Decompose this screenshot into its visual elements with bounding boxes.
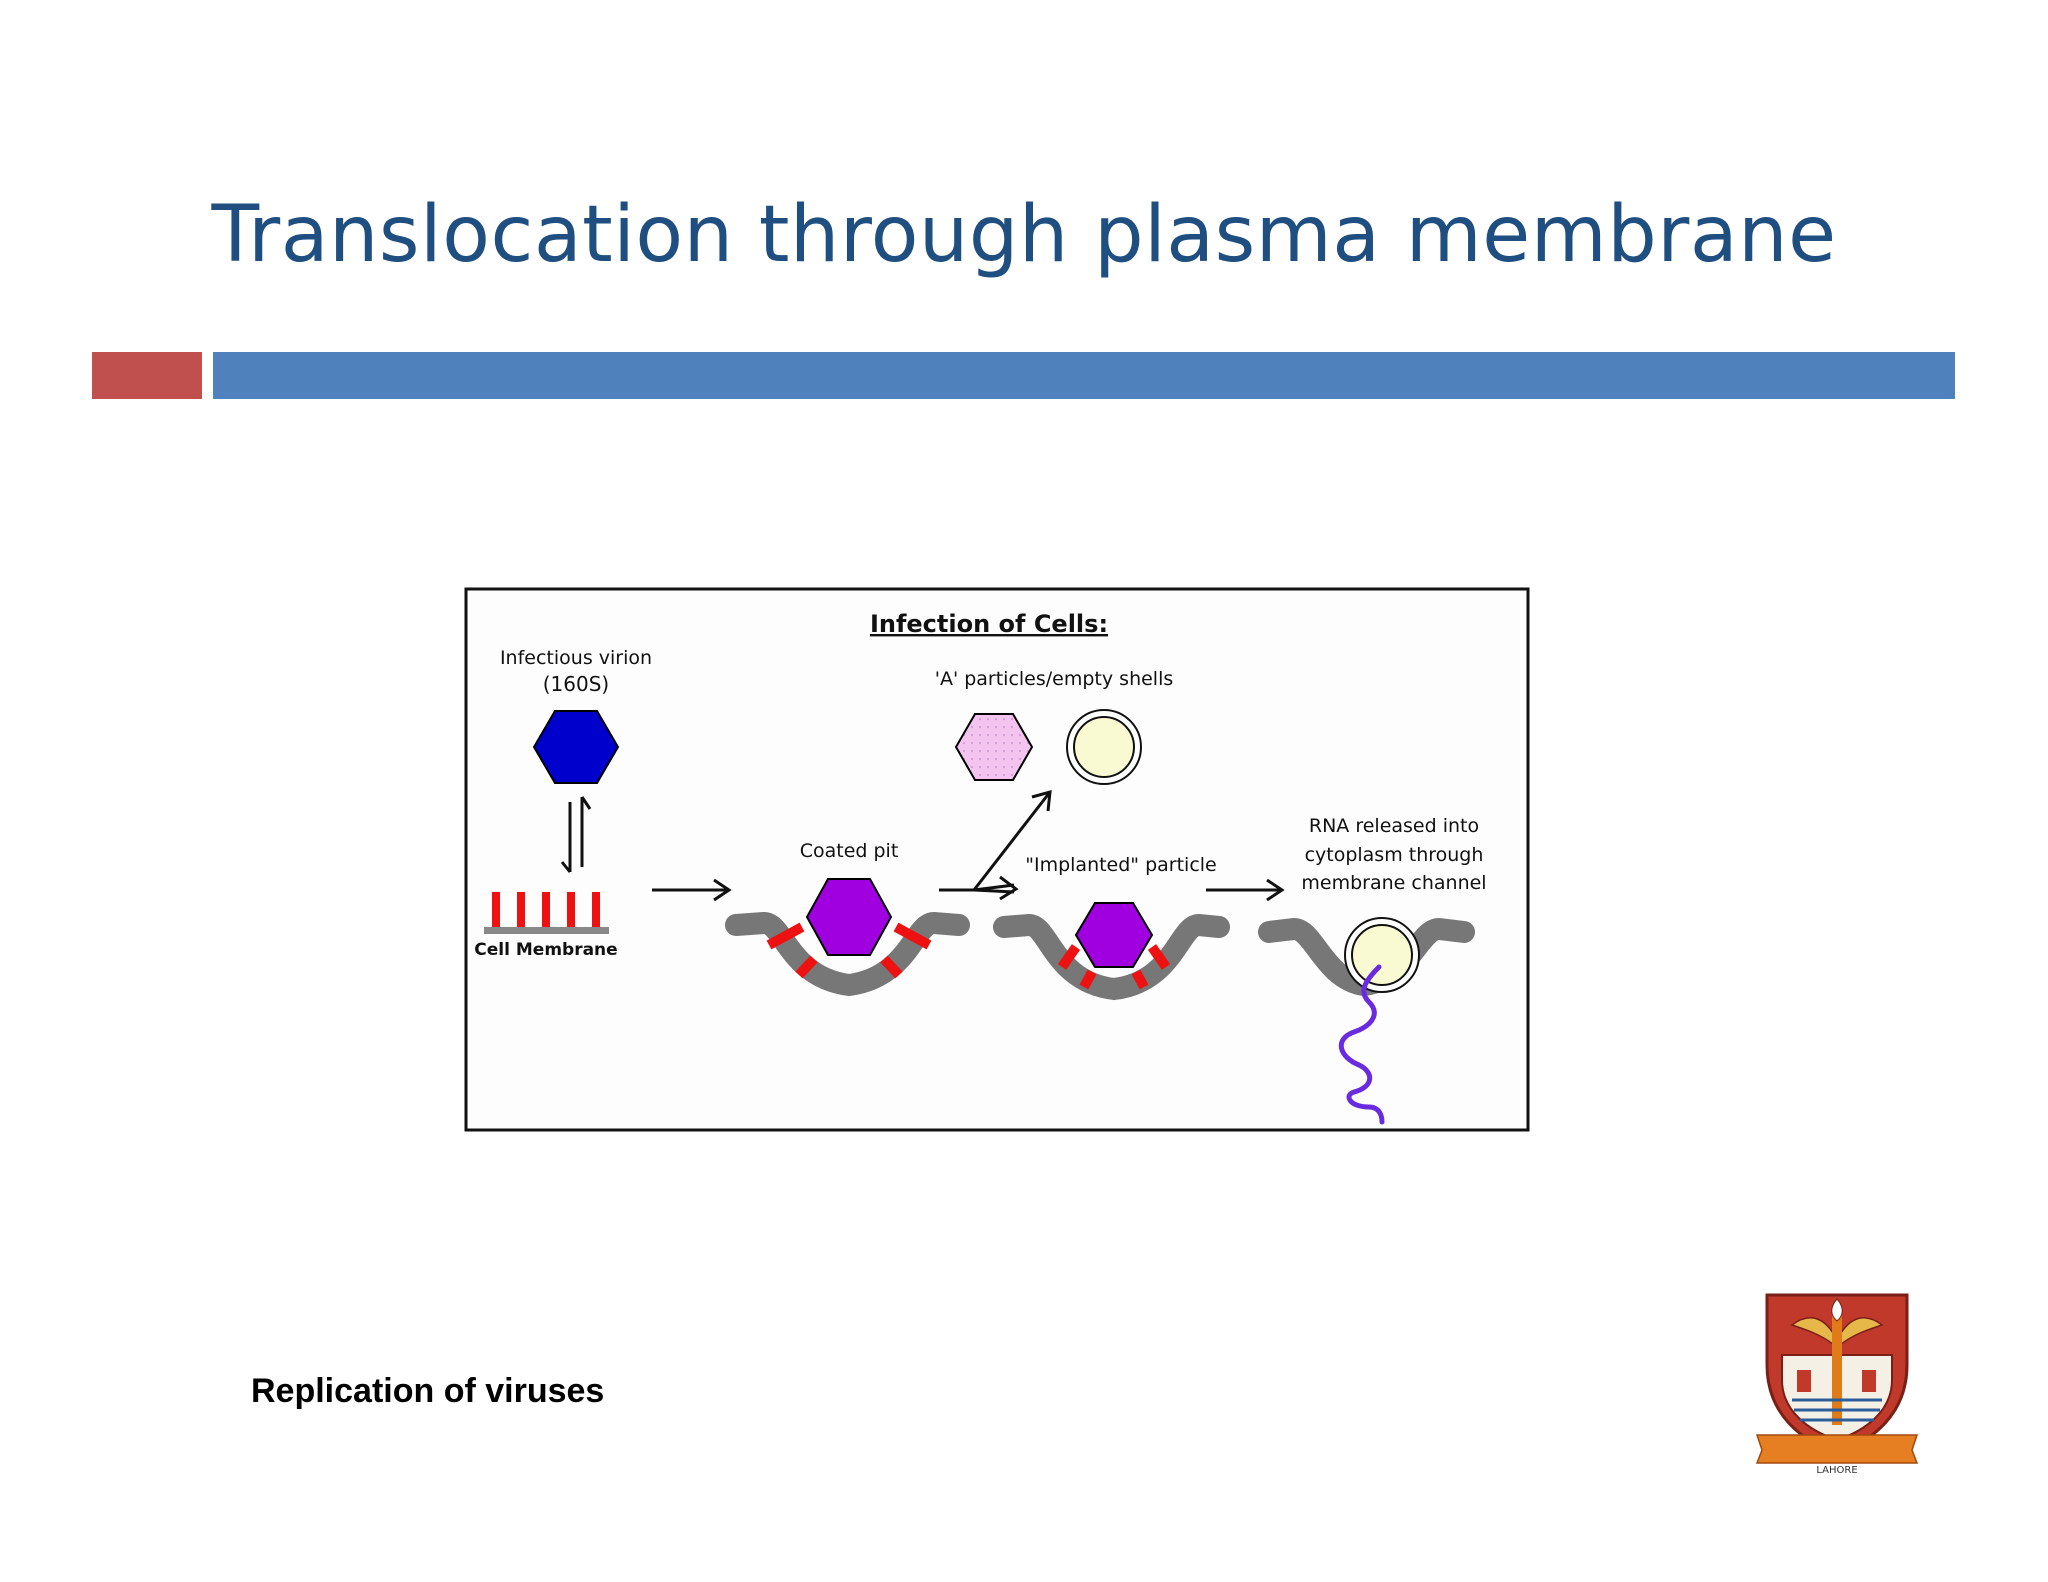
crest-caption: LAHORE [1816, 1465, 1857, 1475]
a-particle-hexagon [954, 713, 1034, 781]
arrow-to-rna-release [1206, 878, 1285, 902]
equilibrium-arrows [560, 796, 592, 873]
slide-title: Translocation through plasma membrane [211, 190, 1837, 280]
releasing-shell-circle [1344, 917, 1420, 993]
empty-shell-circle [1066, 709, 1142, 785]
coated-pit-membrane [725, 911, 970, 997]
college-crest-logo: LAHORE [1755, 1293, 1919, 1475]
implanted-receptors [1057, 944, 1171, 990]
cell-membrane-label: Cell Membrane [474, 940, 617, 960]
rna-release-label-line2: cytoplasm through [1305, 844, 1484, 866]
coated-pit-receptors [766, 922, 932, 979]
infectious-virion-hexagon [532, 710, 620, 784]
implanted-membrane [993, 913, 1230, 1001]
cell-membrane-receptors [484, 892, 609, 934]
arrow-to-coated-pit [652, 878, 732, 902]
implanted-particle-label: "Implanted" particle [1025, 854, 1217, 876]
title-accent-red-bar [92, 352, 202, 399]
title-accent-blue-bar [213, 352, 1955, 399]
branching-arrows [939, 789, 1052, 901]
diagram-heading: Infection of Cells: [870, 610, 1108, 638]
footer-caption: Replication of viruses [251, 1372, 605, 1410]
implanted-particle-hexagon [1074, 902, 1154, 968]
virion-size-label: (160S) [543, 672, 609, 696]
infection-diagram: Infection of Cells: Infectious virion (1… [464, 587, 1530, 1132]
rna-release-label-line3: membrane channel [1301, 872, 1486, 894]
coated-pit-label: Coated pit [800, 840, 899, 862]
rna-release-label-line1: RNA released into [1309, 815, 1479, 837]
coated-pit-particle [805, 878, 893, 956]
rna-strand [1339, 964, 1385, 1125]
empty-shells-label: 'A' particles/empty shells [935, 668, 1174, 690]
virion-label: Infectious virion [500, 647, 652, 669]
